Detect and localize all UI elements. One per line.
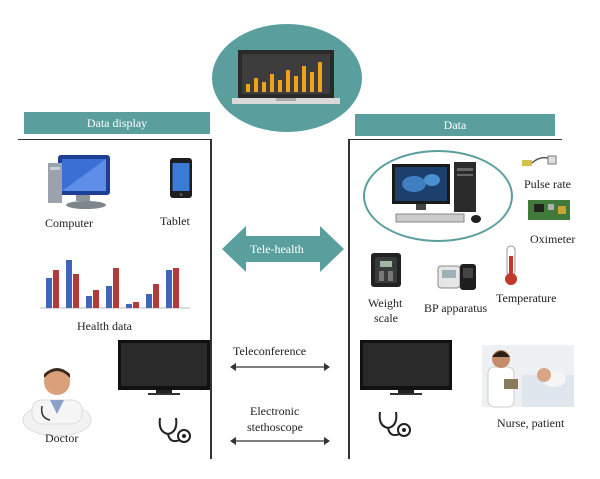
desktop-oval [363,150,513,242]
tablet-icon [170,158,192,198]
data-banner: Data [355,114,555,136]
stethoscope-label: stethoscope [247,420,303,434]
stethoscope-arrow [230,437,330,445]
electronic-label: Electronic [250,404,300,418]
right-monitor-icon [360,340,452,395]
temperature-label: Temperature [496,291,557,305]
health-bar-red [153,284,159,308]
laptop-screen-bar [278,80,282,92]
health-data-chart [40,260,190,309]
health-bar-blue [66,260,72,308]
bp-apparatus-label: BP apparatus [424,301,488,315]
doctor-label: Doctor [45,431,79,445]
laptop-screen-bar [270,74,274,92]
health-bar-blue [86,296,92,308]
health-bar-blue [106,286,112,308]
laptop-screen-bar [294,76,298,92]
health-bar-blue [166,270,172,308]
health-bar-blue [46,278,52,308]
laptop-screen-bar [254,78,258,92]
left-stethoscope-icon [158,417,191,443]
laptop-chart-icon [232,50,340,104]
pulse-rate-label: Pulse rate [524,177,571,191]
health-bar-red [173,268,179,308]
oximeter-board-icon [528,200,570,220]
health-bar-red [133,302,139,308]
pulse-rate-sensor-icon [522,155,557,166]
tele-health-arrow [222,226,344,272]
nurse-patient-photo [482,345,574,408]
laptop-screen-bar [302,66,306,92]
laptop-screen-bar [246,84,250,92]
laptop-screen-bar [286,70,290,92]
teleconference-arrow [230,363,330,371]
health-bar-blue [146,294,152,308]
bp-apparatus-icon [437,264,476,290]
left-panel-top-line [18,139,212,140]
health-bar-red [113,268,119,308]
health-bar-red [93,290,99,308]
health-bar-red [53,270,59,308]
laptop-screen-bar [262,82,266,92]
computer-icon [48,155,110,209]
weight-label: Weight [368,296,403,310]
health-data-label: Health data [77,319,132,333]
left-panel-divider [210,139,212,459]
oximeter-label: Oximeter [530,232,576,246]
laptop-screen-bar [310,72,314,92]
desktop-computer-icon [392,162,481,223]
data-display-banner: Data display [24,112,210,134]
laptop-screen-bar [318,62,322,92]
right-panel-top-line [348,139,562,140]
left-monitor-icon [118,340,210,395]
computer-label: Computer [45,216,93,230]
right-stethoscope-icon [378,411,411,437]
scale-label: scale [374,311,398,325]
health-bar-blue [126,304,132,308]
nurse-patient-label: Nurse, patient [497,416,565,430]
doctor-avatar [22,368,92,437]
thermometer-icon [505,245,517,285]
health-bar-red [73,274,79,308]
tablet-label: Tablet [160,214,190,228]
teleconference-label: Teleconference [233,344,307,358]
right-panel-divider [348,139,350,459]
tele-health-label: Tele-health [250,242,304,256]
weight-scale-icon [371,253,401,287]
